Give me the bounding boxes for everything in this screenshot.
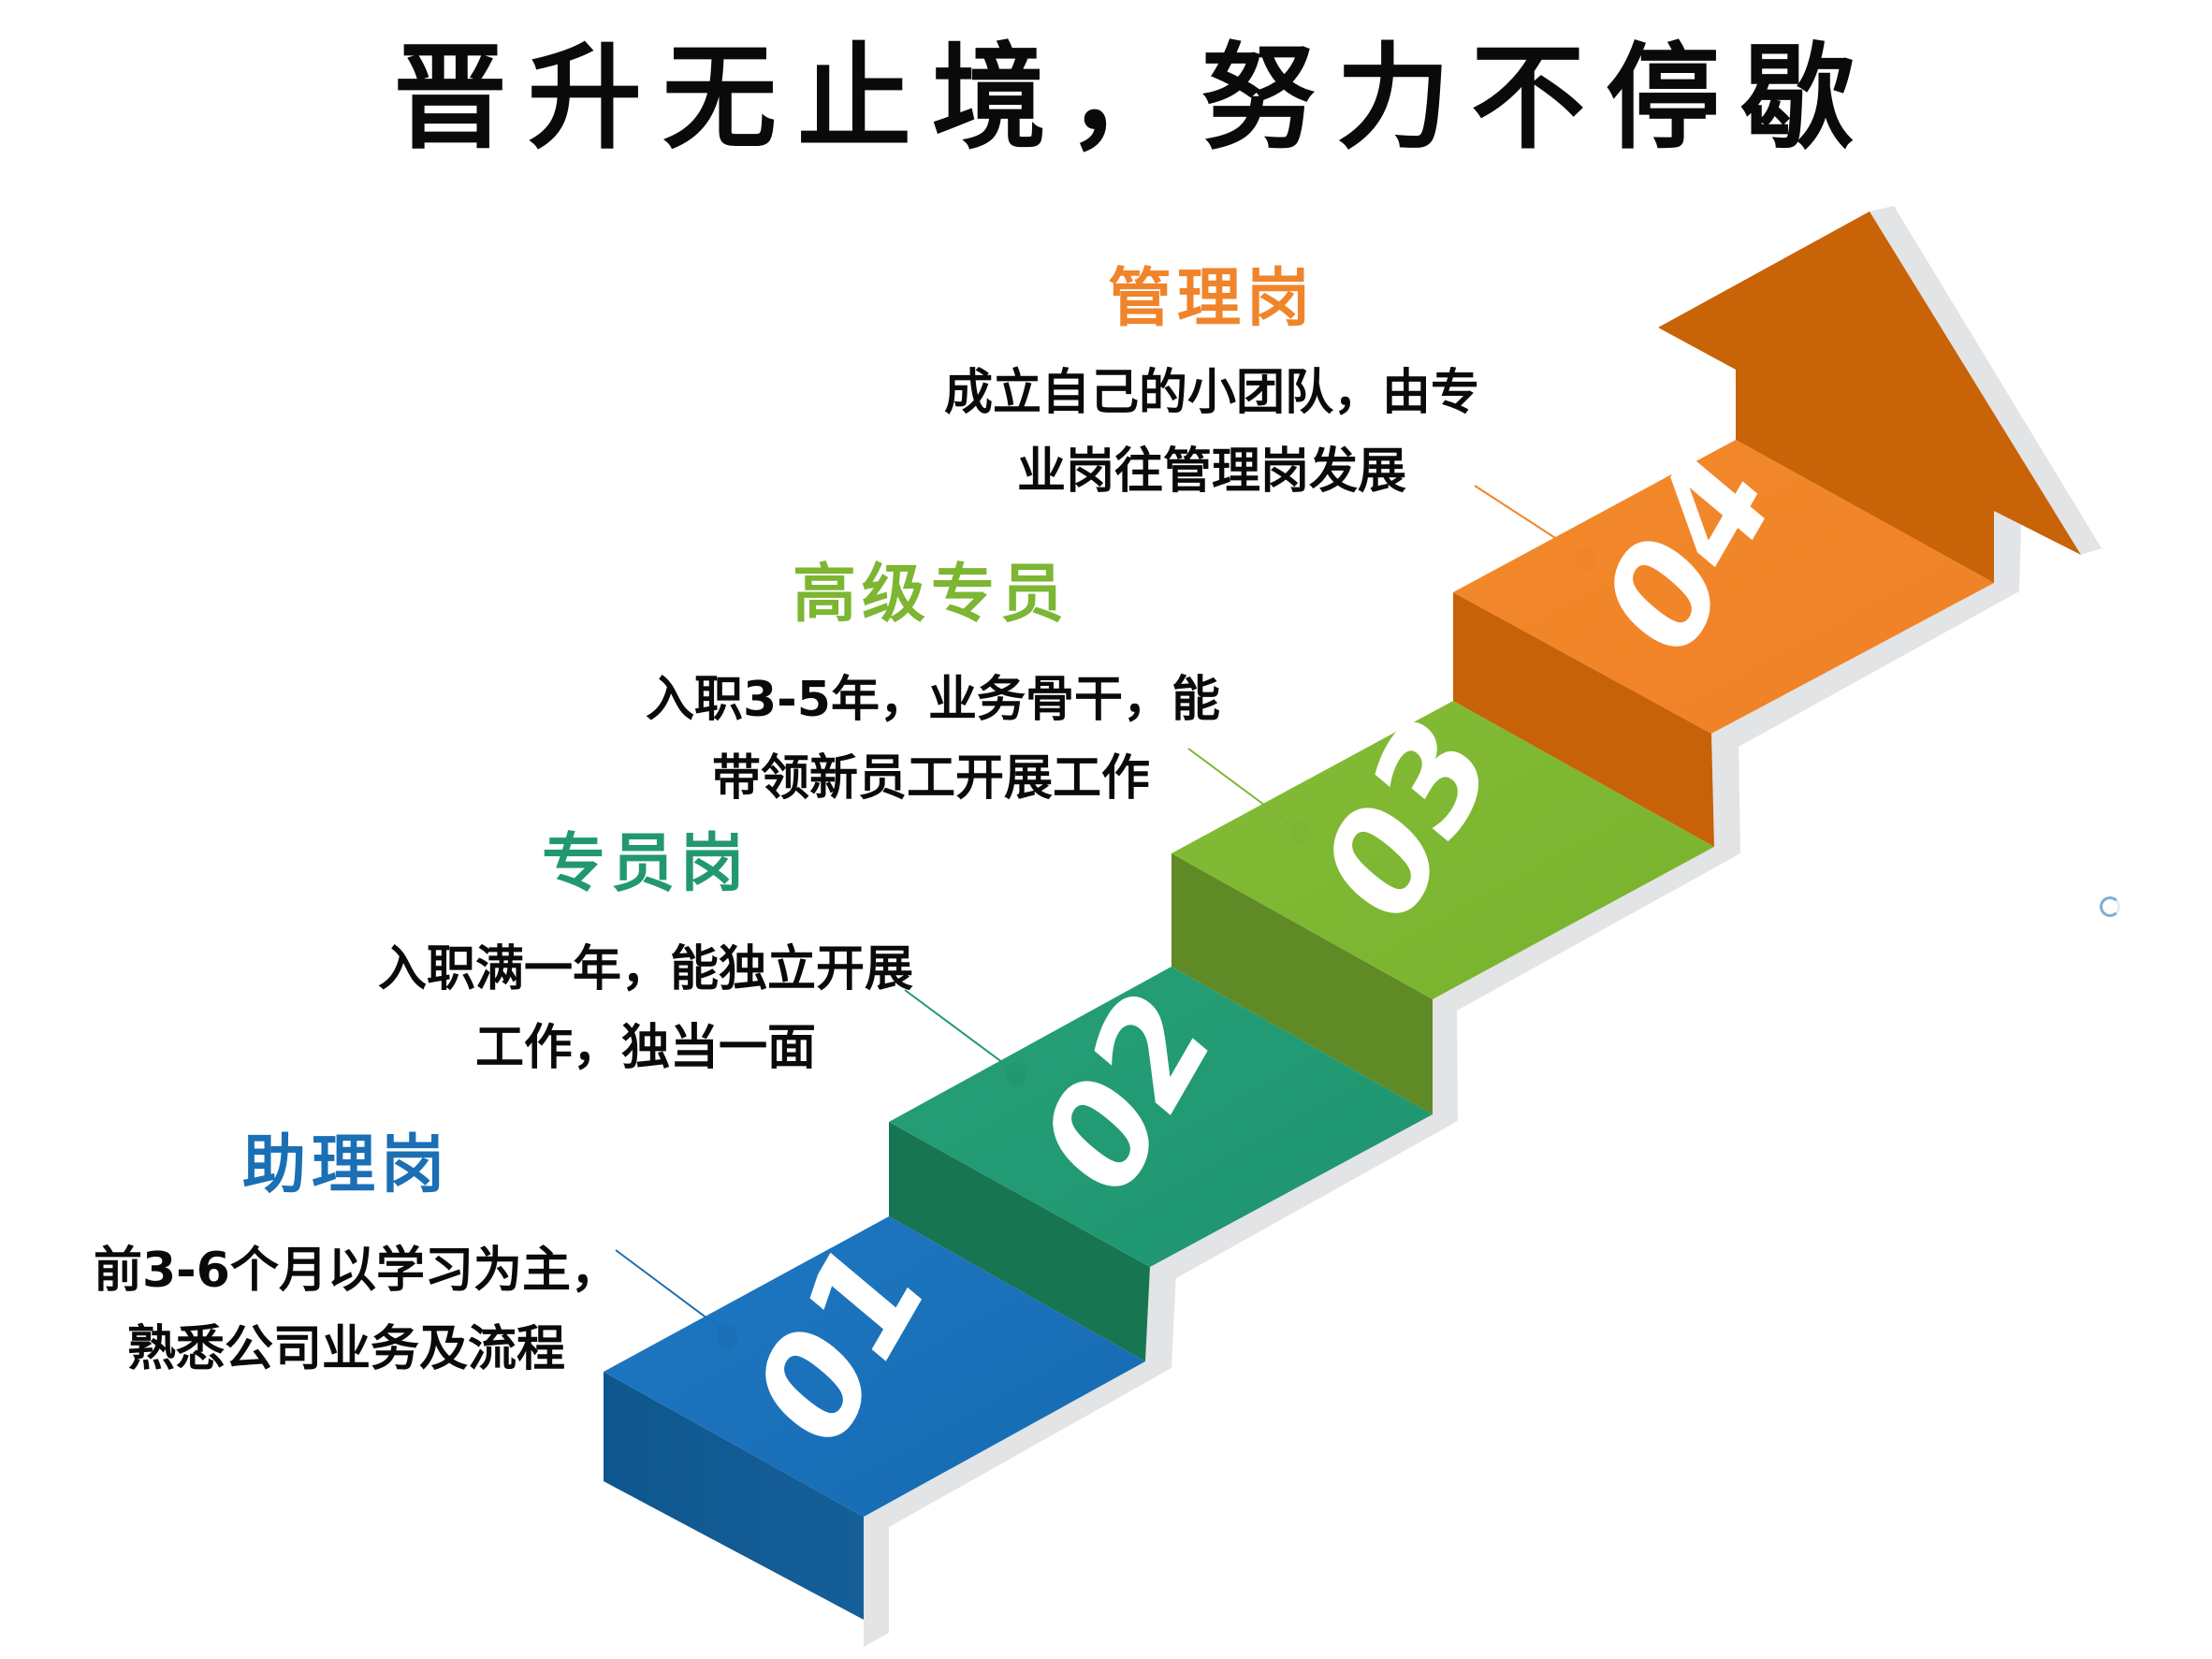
step-03: 03 (1171, 682, 1714, 1114)
step-01: 01 (604, 1206, 1145, 1620)
step-01-label: 助理岗 前3-6个月以学习为主， 熟悉公司业务及流程 (94, 1128, 619, 1389)
step-02-desc-line-1: 入职满一年，能独立开展 (377, 941, 913, 997)
step-04-heading: 管理岗 (1107, 262, 1316, 336)
step-04-desc-line-1: 成立自己的小团队，由专 (943, 365, 1479, 421)
step-02-heading: 专员岗 (541, 827, 749, 901)
step-01-heading: 助理岗 (241, 1128, 450, 1202)
stair-shadow (864, 206, 2102, 1647)
step-04: 04 (1453, 211, 2081, 847)
leader-step-03 (1187, 748, 1311, 846)
step-03-desc-line-2: 带领新员工开展工作 (711, 750, 1150, 807)
step-02-desc-line-2: 工作，独当一面 (474, 1020, 816, 1076)
step-01-desc-line-1: 前3-6个月以学习为主， (94, 1243, 619, 1299)
step-03-desc-line-1: 入职3-5年，业务骨干，能 (646, 672, 1220, 728)
step-01-desc-line-2: 熟悉公司业务及流程 (126, 1321, 565, 1377)
leader-step-04 (1474, 485, 1595, 572)
step-02: 02 (889, 955, 1433, 1361)
step-02-label: 专员岗 入职满一年，能独立开展 工作，独当一面 (374, 827, 917, 1087)
step-03-label: 高级专员 入职3-5年，业务骨干，能 带领新员工开展工作 (646, 558, 1220, 818)
step-04-label: 管理岗 成立自己的小团队，由专 业岗往管理岗发展 (936, 262, 1488, 511)
leader-step-01 (615, 1249, 737, 1349)
leader-step-02 (904, 989, 1026, 1086)
loading-spinner-icon (2100, 896, 2120, 917)
step-04-desc-line-2: 业岗往管理岗发展 (1016, 444, 1406, 500)
up-right-arrow-icon (1658, 211, 2081, 583)
step-03-heading: 高级专员 (792, 558, 1070, 632)
page-title: 晋升无止境，努力不停歇 (393, 32, 1875, 165)
